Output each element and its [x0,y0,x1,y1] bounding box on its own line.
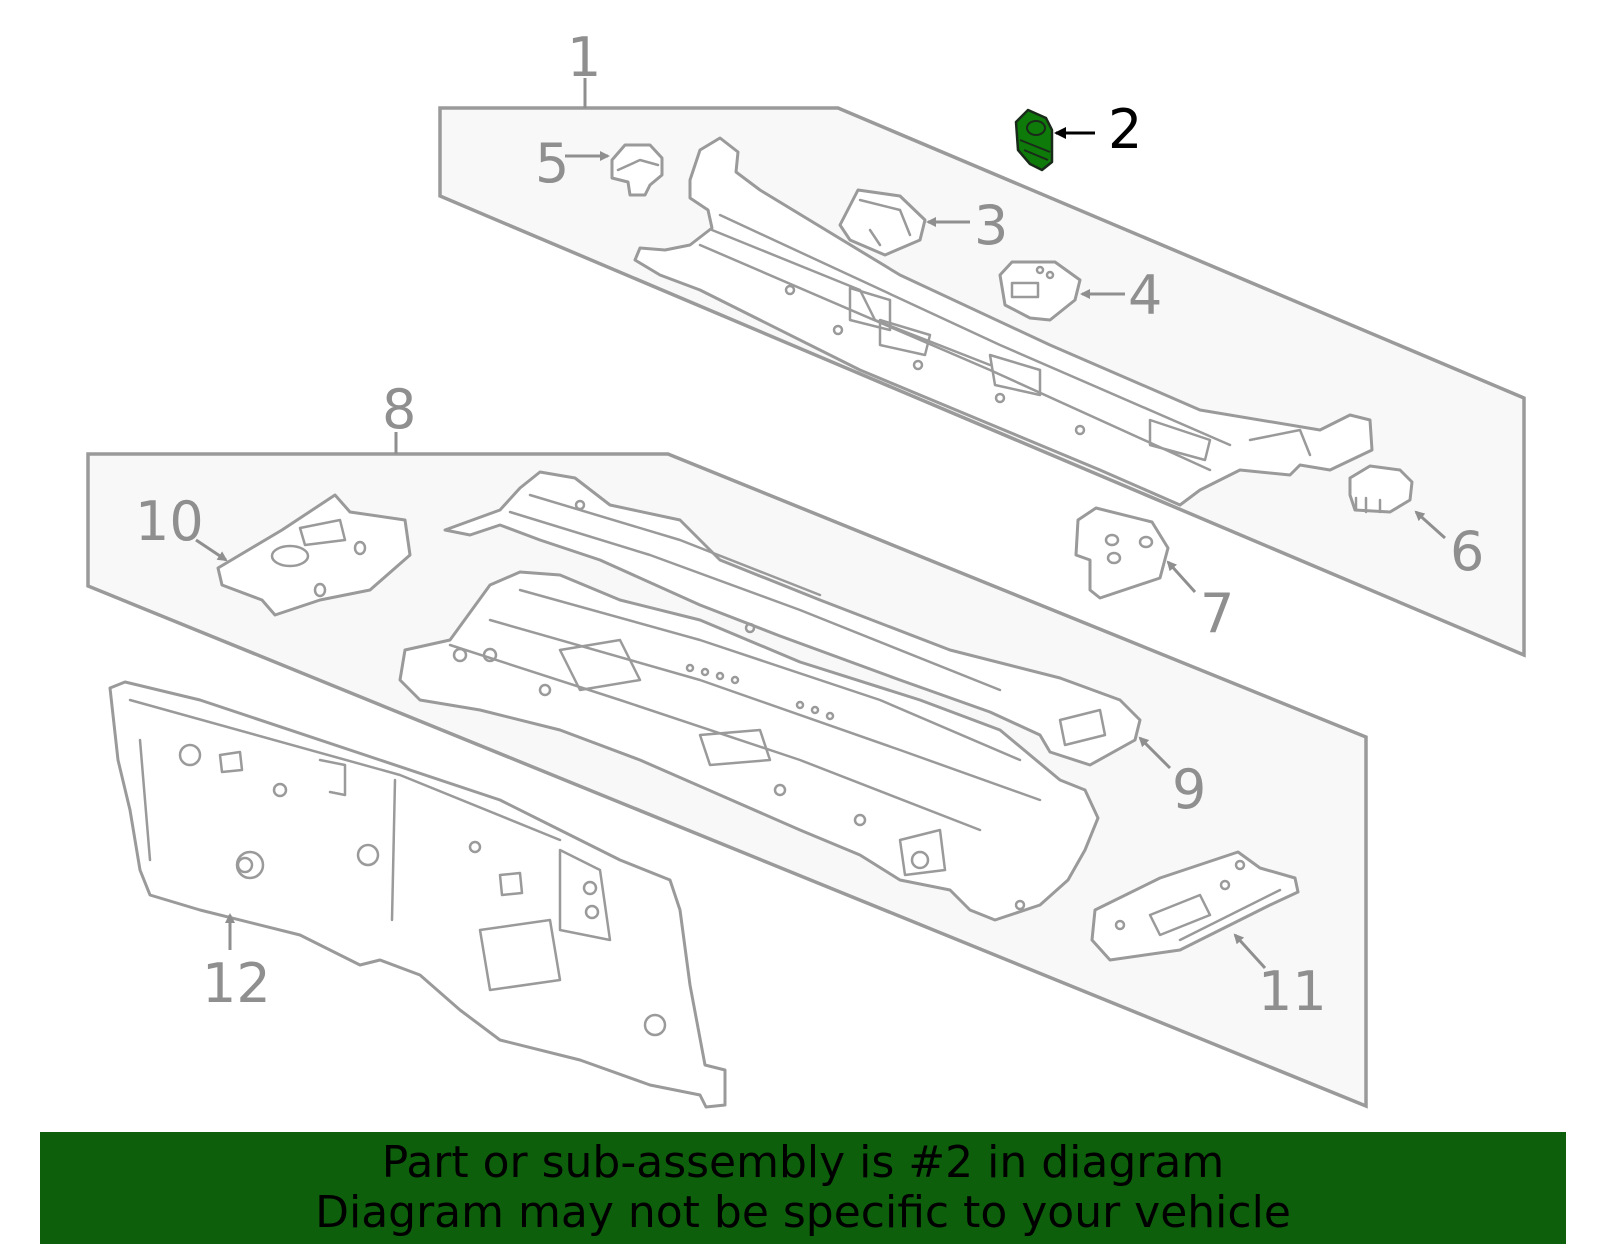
part-10-bracket [216,493,412,617]
info-banner: Part or sub-assembly is #2 in diagram Di… [40,1132,1566,1244]
callout-9: 9 [1172,758,1206,821]
callout-11: 11 [1258,960,1327,1023]
callout-5: 5 [535,132,569,195]
part-7-plate [1074,506,1170,600]
callout-7: 7 [1200,582,1234,645]
callout-6: 6 [1450,520,1484,583]
callout-4: 4 [1128,264,1162,327]
part-3-bracket [838,188,927,257]
banner-line-part-info: Part or sub-assembly is #2 in diagram [381,1137,1225,1188]
callout-10-arrow [195,538,228,562]
banner-line-disclaimer: Diagram may not be specific to your vehi… [315,1187,1291,1238]
callout-3: 3 [974,194,1008,257]
callout-6-arrow [1414,510,1447,540]
callout-11-arrow [1233,933,1267,970]
callout-7-arrow [1166,560,1197,594]
dash-lower-panel [398,570,1100,922]
callout-12: 12 [202,952,271,1015]
callout-9-arrow [1138,736,1172,770]
callout-2: 2 [1108,98,1142,161]
part-12-dash-panel [108,680,727,1109]
part-11-bracket [1090,850,1300,962]
part-9-crossmember [443,470,1142,767]
callout-10: 10 [135,490,204,553]
part-6-bracket [1348,464,1414,514]
upper-cowl-panel [633,136,1374,507]
part-2-clip-highlighted [1014,108,1054,172]
callout-8: 8 [382,378,416,441]
callout-1: 1 [567,26,601,89]
part-4-bracket [998,260,1082,322]
part-5-grommet [610,143,664,197]
